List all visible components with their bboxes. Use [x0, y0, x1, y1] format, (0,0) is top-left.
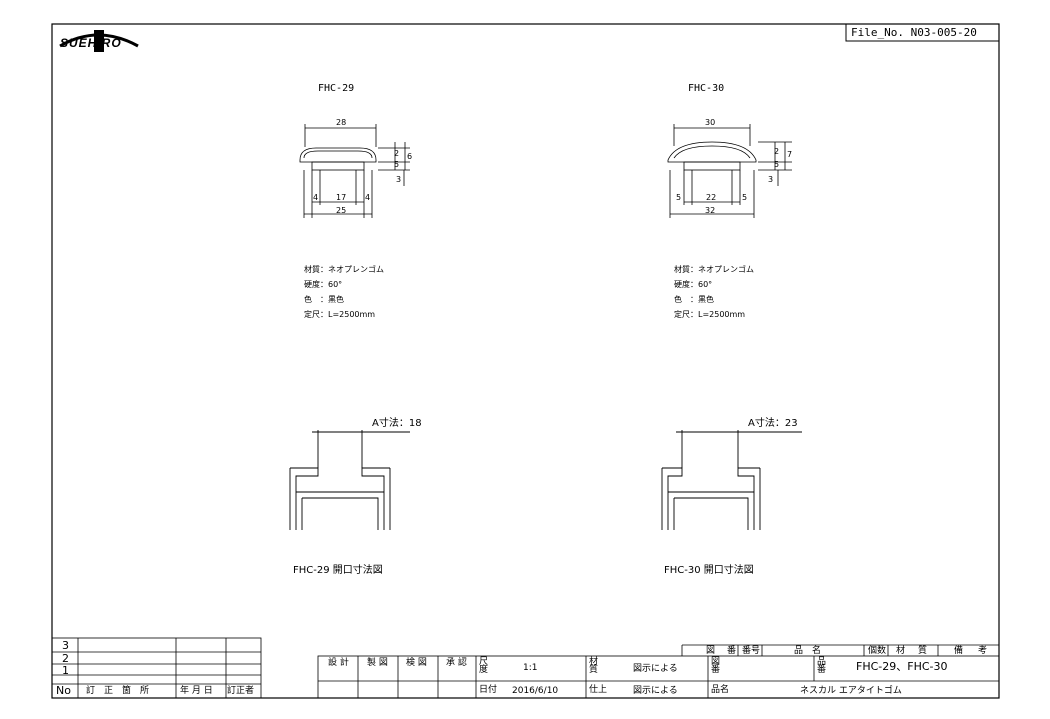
revision-row-3: 3 [62, 639, 69, 652]
dim-fhc30-bottom-total: 32 [705, 206, 716, 215]
profile-title-fhc30: FHC-30 [688, 83, 725, 94]
design-label: 設 計 [328, 658, 349, 668]
spec-hardness: 硬度：60° [304, 280, 343, 289]
parts-header-hinmei: 品 名 [794, 646, 822, 656]
revision-row-2: 2 [62, 652, 69, 665]
spec-color: 色 ：黒色 [304, 295, 344, 304]
dim-fhc29-top: 28 [336, 118, 347, 127]
title-block-grid [317, 644, 1000, 699]
product-no-label: 品 番 [817, 657, 827, 675]
drawing-no-label: 図 番 [711, 657, 721, 675]
product-no-value: FHC-29、FHC-30 [856, 660, 948, 673]
dim-fhc30-top: 30 [705, 118, 716, 127]
opening-dim-fhc30: A寸法：23 [748, 418, 798, 429]
spec-material: 材質：ネオプレンゴム [304, 265, 384, 274]
spec-length: 定尺：L=2500mm [304, 310, 376, 319]
revision-header-person: 訂正者 [227, 686, 255, 696]
dim-fhc29-right-c: 6 [407, 152, 413, 161]
material-value: 図示による [633, 664, 678, 674]
material-label: 材 質 [589, 657, 599, 675]
check-label: 検 図 [406, 658, 427, 668]
product-name-value: ネスカル エアタイトゴム [800, 686, 902, 696]
revision-header-date: 年 月 日 [180, 686, 213, 696]
date-value: 2016/6/10 [512, 686, 559, 696]
parts-header-zai: 材 [896, 646, 906, 656]
logo-text: SUEHIRO [60, 36, 122, 50]
finish-value: 図示による [633, 686, 678, 696]
opening-dim-fhc29: A寸法：18 [372, 418, 422, 429]
spec-length: 定尺：L=2500mm [674, 310, 746, 319]
dim-fhc30-bottom-r: 5 [742, 193, 748, 202]
revision-header-no: No [56, 684, 71, 697]
revision-header-place: 訂 正 箇 所 [86, 686, 150, 696]
spec-color: 色 ：黒色 [674, 295, 714, 304]
dim-fhc29-bottom-m: 17 [336, 193, 347, 202]
opening-caption-fhc29: FHC-29 開口寸法図 [293, 565, 383, 576]
dim-fhc29-right-a: 2 [394, 149, 400, 158]
parts-header-shitsu: 質 [918, 646, 928, 656]
dim-fhc29-left-c: 3 [396, 175, 402, 184]
dim-fhc29-bottom-r: 4 [365, 193, 371, 202]
dim-fhc30-right-a: 2 [774, 147, 780, 156]
dim-fhc30-right-b: 5 [774, 160, 780, 169]
opening-caption-fhc30: FHC-30 開口寸法図 [664, 565, 754, 576]
dim-fhc30-bottom-l: 5 [676, 193, 682, 202]
parts-header-banno: 番号 [742, 646, 761, 656]
parts-header-ban: 番 [727, 646, 737, 656]
dim-fhc30-bottom-m: 22 [706, 193, 717, 202]
spec-hardness: 硬度：60° [674, 280, 713, 289]
profile-title-fhc29: FHC-29 [318, 83, 355, 94]
revision-row-1: 1 [62, 664, 69, 677]
parts-header-kosu: 個数 [868, 646, 887, 656]
dim-fhc29-bottom-total: 25 [336, 206, 347, 215]
product-name-label: 品名 [711, 685, 730, 695]
dim-fhc30-left-c: 3 [768, 175, 774, 184]
approve-label: 承 認 [446, 658, 467, 668]
fhc30-section-drawing [667, 124, 792, 218]
revision-table-grid [51, 637, 262, 699]
fhc29-section-drawing [299, 124, 410, 218]
parts-header-ko: 考 [978, 646, 988, 656]
scale-label: 尺 度 [479, 657, 489, 675]
parts-header-zu: 図 [706, 646, 716, 656]
dim-fhc30-right-c: 7 [787, 150, 793, 159]
date-label: 日付 [479, 685, 498, 695]
suehiro-logo: SUEHIRO [58, 28, 140, 54]
scale-value: 1:1 [523, 663, 538, 673]
spec-material: 材質：ネオプレンゴム [674, 265, 754, 274]
parts-header-bi: 備 [954, 646, 964, 656]
file-number: File_No. N03-005-20 [851, 26, 977, 39]
drawing-label: 製 図 [367, 658, 388, 668]
fhc29-opening-drawing [289, 430, 410, 530]
dim-fhc29-bottom-l: 4 [313, 193, 319, 202]
fhc30-opening-drawing [661, 430, 802, 530]
dim-fhc29-right-b: 5 [394, 160, 400, 169]
finish-label: 仕上 [589, 685, 608, 695]
